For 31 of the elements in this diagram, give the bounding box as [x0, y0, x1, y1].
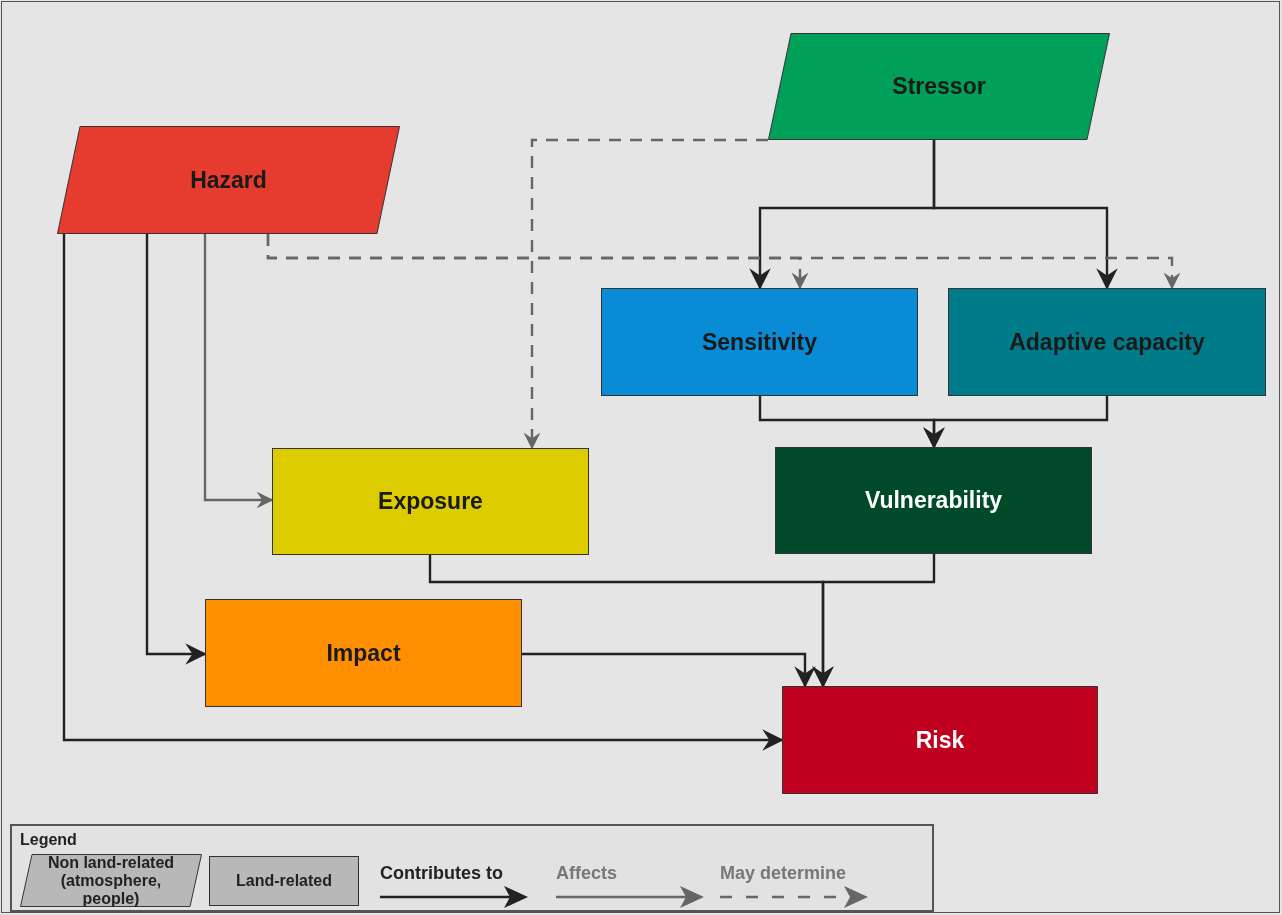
arrow — [62, 234, 784, 751]
legend-label: Land-related — [236, 871, 332, 891]
node-label: Impact — [326, 638, 401, 668]
process-box — [948, 288, 1266, 396]
process-box — [601, 288, 918, 396]
node-label: Risk — [915, 725, 965, 755]
node-label: Adaptive capacity — [1009, 327, 1205, 357]
arrow — [923, 396, 1109, 449]
process-box — [775, 447, 1092, 554]
arrow — [523, 138, 768, 450]
parallelogram-box — [768, 33, 1110, 140]
arrow — [266, 234, 1181, 290]
arrow — [812, 554, 936, 688]
arrow — [203, 234, 274, 509]
node-label: Stressor — [892, 72, 986, 102]
legend-label: Affects — [556, 862, 617, 885]
legend-label: May determine — [720, 862, 847, 885]
node-label: Hazard — [190, 165, 267, 195]
node-label: Vulnerability — [864, 486, 1003, 516]
arrow — [522, 652, 816, 688]
arrow — [145, 234, 207, 665]
node-label: Sensitivity — [701, 327, 817, 357]
process-box — [205, 599, 522, 707]
parallelogram-box — [57, 126, 400, 234]
legend-title: Legend — [20, 830, 77, 850]
process-box — [272, 448, 589, 555]
arrow — [932, 140, 1118, 290]
process-box — [782, 686, 1098, 794]
legend-label: Contributes to — [380, 862, 503, 885]
legend-label: Non land-related (atmosphere, people) — [46, 853, 176, 908]
node-label: Exposure — [378, 487, 483, 517]
